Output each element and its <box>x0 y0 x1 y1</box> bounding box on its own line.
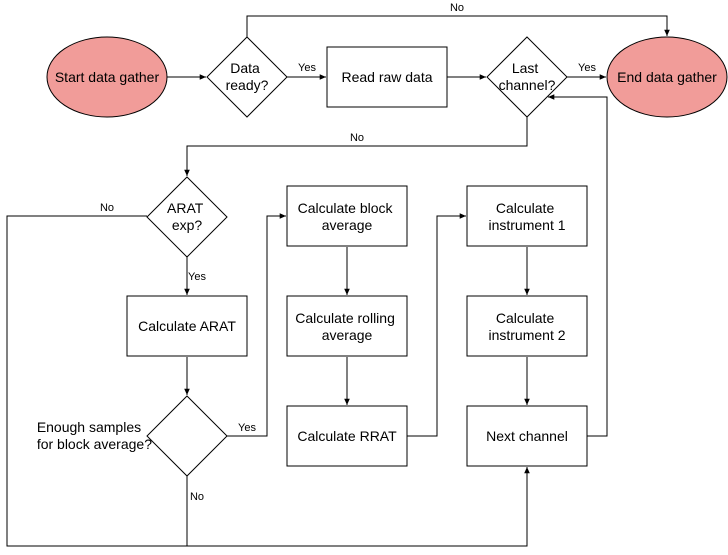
edge-label-data-ready-no: No <box>450 2 464 14</box>
edge-arat-no <box>6 215 530 547</box>
decision-enough-samples <box>146 395 228 477</box>
process-calculate-rrat <box>286 405 408 467</box>
edge-data-ready-no <box>246 15 670 37</box>
edge-next-to-last-channel <box>548 94 608 437</box>
decision-arat-exp-label: ARAT exp? <box>167 200 207 233</box>
edge-label-samples-no: No <box>190 491 204 503</box>
decision-arat-exp <box>146 176 228 258</box>
decision-last-channel-label: Last channel? <box>499 60 556 93</box>
decision-data-ready <box>206 36 288 118</box>
edge-label-arat-no: No <box>100 202 114 214</box>
process-read-raw-data <box>326 46 448 108</box>
edge-rrat-to-inst1 <box>407 213 466 437</box>
decision-enough-samples-label: Enough samples for block average? <box>37 419 152 452</box>
process-read-raw-data-label: Read raw data <box>341 69 432 85</box>
process-calculate-instrument-2 <box>466 295 588 357</box>
process-calculate-arat <box>126 295 248 357</box>
decision-last-channel <box>486 36 568 118</box>
process-calculate-arat-label: Calculate ARAT <box>138 318 236 334</box>
process-calculate-instrument-2-label: Calculate instrument 2 <box>488 310 565 343</box>
decision-data-ready-label: Data ready? <box>226 60 269 93</box>
start-terminal <box>46 36 168 118</box>
process-calculate-rolling-average <box>286 295 408 357</box>
edge-label-last-channel-no: No <box>350 132 364 144</box>
edge-label-samples-yes: Yes <box>238 422 256 434</box>
process-next-channel <box>466 405 588 467</box>
process-calculate-rolling-average-label: Calculate rolling average <box>295 310 399 343</box>
edge-label-arat-yes: Yes <box>188 271 206 283</box>
process-calculate-instrument-1 <box>466 185 588 247</box>
edge-samples-yes <box>227 213 286 437</box>
end-terminal-label: End data gather <box>617 69 717 85</box>
start-terminal-label: Start data gather <box>55 69 160 85</box>
process-calculate-block-average <box>286 185 408 247</box>
edge-last-channel-no <box>184 117 528 176</box>
edge-label-last-channel-yes: Yes <box>578 62 596 74</box>
process-calculate-rrat-label: Calculate RRAT <box>297 428 397 444</box>
end-terminal <box>606 36 728 118</box>
edge-label-data-ready-yes: Yes <box>298 62 316 74</box>
process-next-channel-label: Next channel <box>486 428 568 444</box>
process-calculate-instrument-1-label: Calculate instrument 1 <box>488 200 565 233</box>
process-calculate-block-average-label: Calculate block average <box>298 200 397 233</box>
